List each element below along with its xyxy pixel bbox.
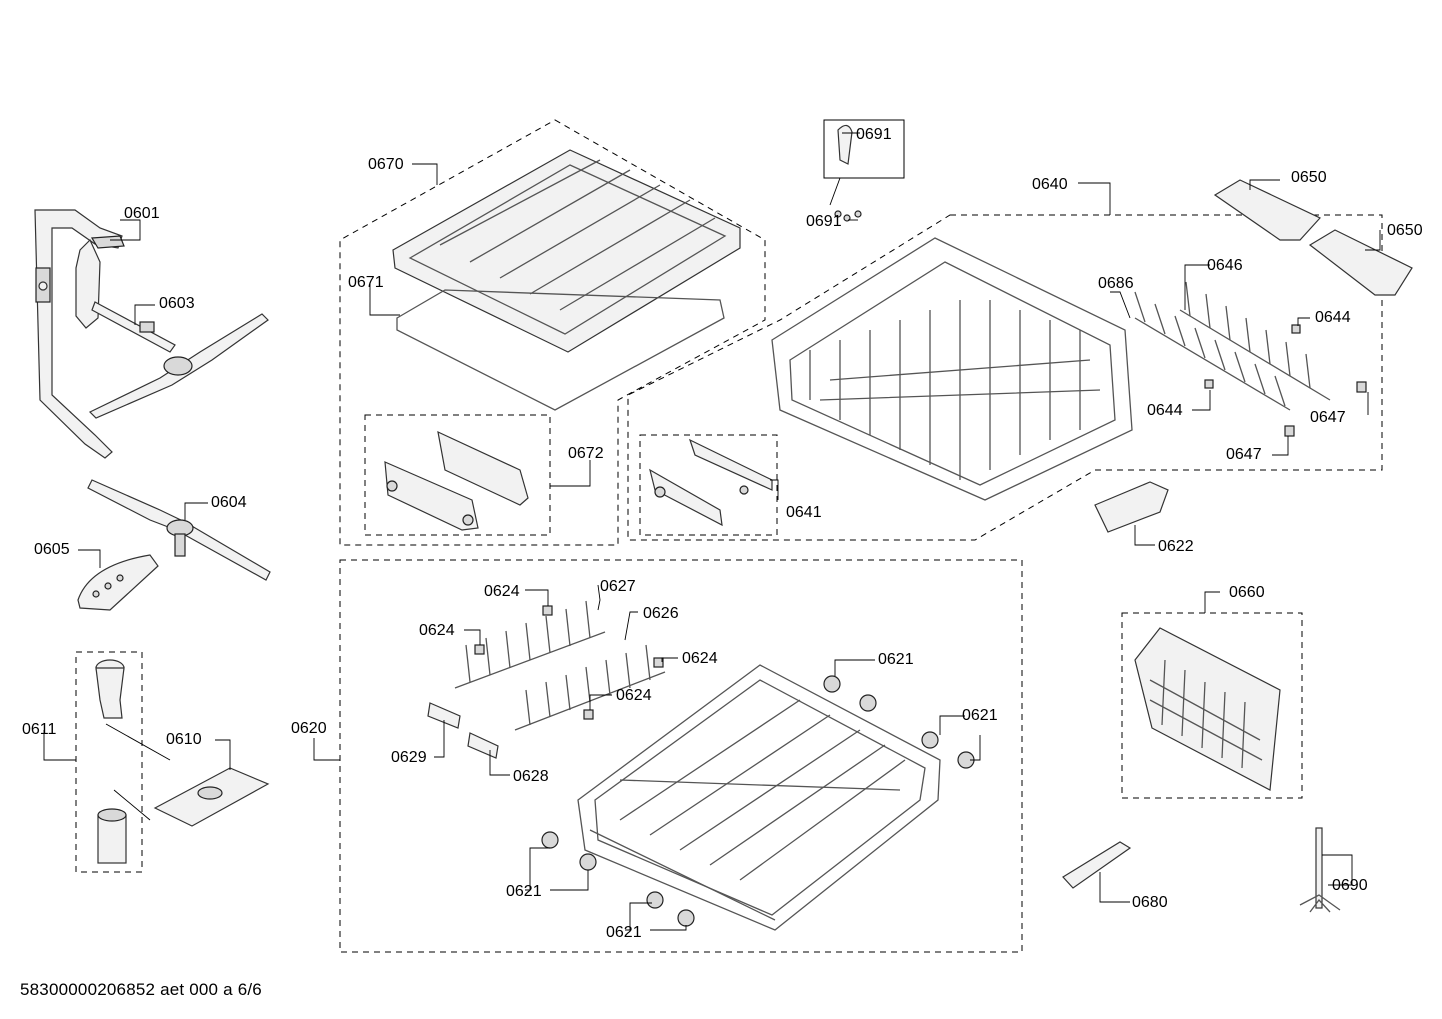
- upper-spray-arm-drawing: [75, 238, 269, 419]
- lower-rack-group-outline: [339, 559, 1023, 953]
- label-0603: 0603: [159, 295, 195, 312]
- label-0644-a: 0644: [1315, 309, 1351, 326]
- label-0621-d: 0621: [606, 924, 642, 941]
- lower-spray-arm-drawing: [87, 479, 271, 581]
- label-0680: 0680: [1132, 894, 1168, 911]
- upper-rack-group-outline: [627, 214, 1383, 541]
- label-0624-c: 0624: [682, 650, 718, 667]
- label-0627: 0627: [600, 578, 636, 595]
- rail-parts-0672-drawing: [384, 430, 529, 531]
- label-0690: 0690: [1332, 877, 1368, 894]
- label-0605: 0605: [34, 541, 70, 558]
- label-0660: 0660: [1229, 584, 1265, 601]
- lower-rack-drawing: [577, 664, 941, 931]
- rail-group-0641-outline: [639, 434, 778, 536]
- document-id-footer: 58300000206852 aet 000 a 6/6: [20, 980, 262, 999]
- filter-set-drawing: [95, 659, 171, 864]
- flat-filter-drawing: [153, 767, 270, 827]
- label-0647-a: 0647: [1310, 409, 1346, 426]
- label-0691-a: 0691: [856, 126, 892, 143]
- leader-lines: [43, 132, 1381, 931]
- label-0620: 0620: [291, 720, 327, 737]
- label-0641: 0641: [786, 504, 822, 521]
- rail-group-0672-outline: [364, 414, 551, 536]
- label-0686: 0686: [1098, 275, 1134, 292]
- tine-row-0646-0686-drawing: [1134, 281, 1331, 411]
- label-0670: 0670: [368, 156, 404, 173]
- label-0691-b: 0691: [806, 213, 842, 230]
- label-0640: 0640: [1032, 176, 1068, 193]
- label-0626: 0626: [643, 605, 679, 622]
- label-0672: 0672: [568, 445, 604, 462]
- label-0621-b: 0621: [962, 707, 998, 724]
- tine-rows-0626-0627-drawing: [454, 600, 666, 731]
- wheels-0621-drawing: [541, 675, 975, 927]
- label-0646: 0646: [1207, 257, 1243, 274]
- filter-group-outline: [75, 651, 143, 873]
- label-0604: 0604: [211, 494, 247, 511]
- cutlery-tray-drawing: [392, 149, 741, 411]
- label-0624-a: 0624: [484, 583, 520, 600]
- clip-inset-box: [823, 119, 905, 179]
- label-0601: 0601: [124, 205, 160, 222]
- label-0621-c: 0621: [506, 883, 542, 900]
- rack-handle-drawing: [1094, 481, 1169, 533]
- handle-bar-0680-drawing: [1062, 841, 1132, 889]
- label-0647-b: 0647: [1226, 446, 1262, 463]
- cutlery-basket-drawing: [1134, 627, 1281, 791]
- hook-0690-drawing: [1299, 827, 1341, 913]
- label-0650-a: 0650: [1291, 169, 1327, 186]
- supply-pipe-drawing: [34, 209, 125, 459]
- label-0624-d: 0624: [616, 687, 652, 704]
- label-0628: 0628: [513, 768, 549, 785]
- rail-parts-0641-drawing: [649, 438, 773, 527]
- small-clips-drawing: [834, 124, 1367, 437]
- part-labels: 0601 0603 0604 0605 0611 0610 0620 0670 …: [22, 126, 1423, 941]
- label-0644-b: 0644: [1147, 402, 1183, 419]
- label-0671: 0671: [348, 274, 384, 291]
- upper-rack-drawing: [771, 237, 1133, 501]
- upper-tray-group-outline: [339, 119, 766, 546]
- label-0610: 0610: [166, 731, 202, 748]
- label-0622: 0622: [1158, 538, 1194, 555]
- filter-cover-drawing: [77, 554, 159, 611]
- label-0621-a: 0621: [878, 651, 914, 668]
- label-0624-b: 0624: [419, 622, 455, 639]
- label-0650-b: 0650: [1387, 222, 1423, 239]
- cutlery-basket-group-outline: [1121, 612, 1303, 799]
- label-0629: 0629: [391, 749, 427, 766]
- knob-holders-0650-drawing: [1213, 179, 1413, 296]
- label-0611: 0611: [22, 721, 57, 738]
- lower-clips-drawing: [427, 605, 664, 759]
